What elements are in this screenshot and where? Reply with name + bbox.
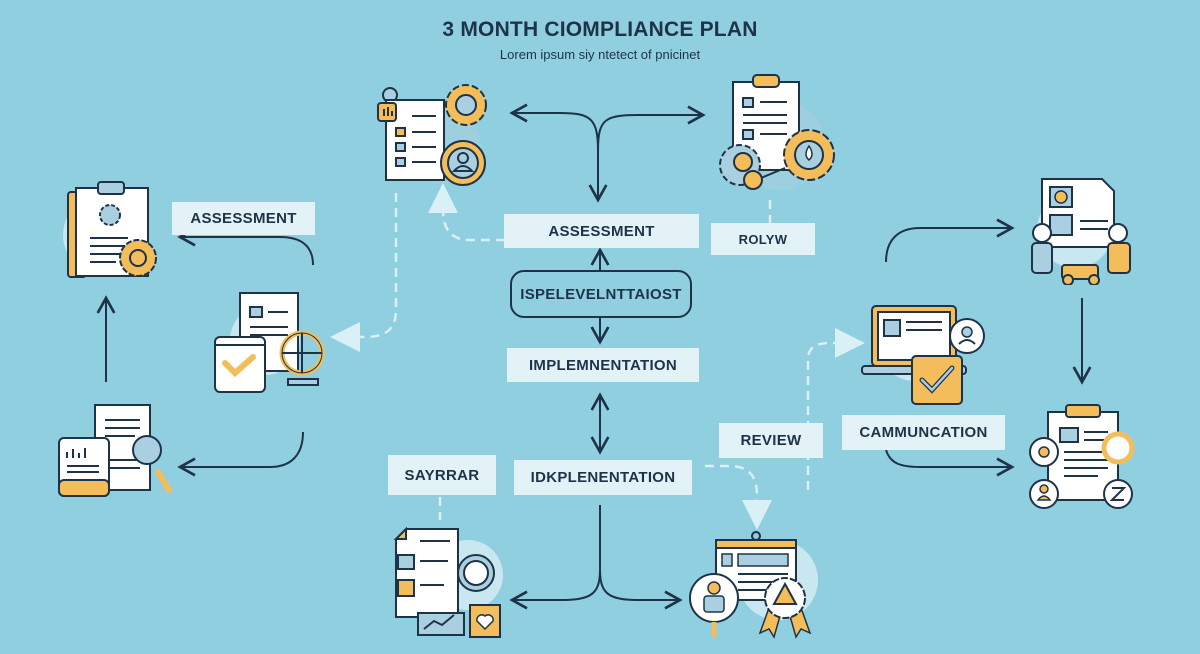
page-title: 3 MONTH CIOMPLIANCE PLAN — [442, 18, 758, 41]
label-implementation-lower: IDKPLENENTATION — [514, 460, 692, 495]
arrow-top-left — [509, 103, 599, 151]
team-presentation-icon — [1031, 178, 1131, 285]
checklist-magnifier-heart-icon — [393, 526, 503, 638]
clipboard-gear-icon — [63, 181, 157, 278]
label-rolyw: ROLYW — [711, 223, 815, 255]
label-assessment-left: ASSESSMENT — [172, 202, 315, 235]
label-implementation-center: IMPLEMNENTATION — [507, 348, 699, 382]
checklist-gear-user-icon — [377, 84, 487, 186]
document-check-compass-icon — [214, 292, 325, 393]
label-assessment-center: ASSESSMENT — [504, 214, 699, 248]
label-cammuncation: CAMMUNCATION — [842, 415, 1005, 450]
clipboard-network-icon — [1029, 404, 1135, 509]
arrow-top-right — [597, 105, 706, 151]
label-sayrrar: SAYRRAR — [388, 455, 496, 495]
report-magnifier-icon — [58, 404, 172, 497]
label-ispelevelntitaiost: ISPELEVELNTTAIOST — [510, 270, 692, 318]
laptop-checkbox-user-icon — [861, 305, 985, 405]
clipboard-gears-team-icon — [719, 74, 835, 190]
calendar-user-award-icon — [689, 531, 818, 639]
label-review: REVIEW — [719, 423, 823, 458]
page-subtitle: Lorem ipsum siy ntetect of pnicinet — [499, 47, 701, 62]
